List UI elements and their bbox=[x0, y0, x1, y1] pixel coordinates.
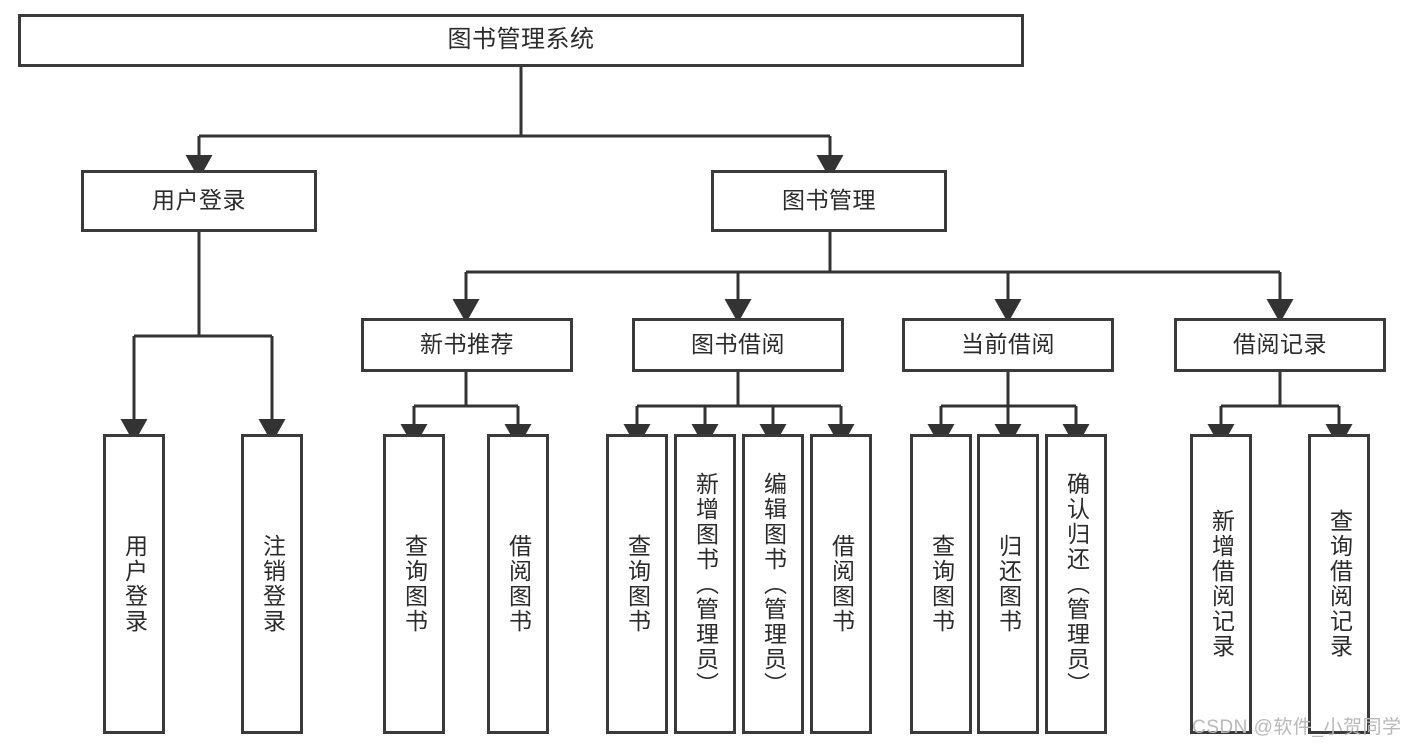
node-leaf-query-record-label: 查询借阅记录 bbox=[1326, 509, 1353, 659]
node-leaf-add-record-label: 新增借阅记录 bbox=[1208, 509, 1235, 659]
node-leaf-user-login[interactable]: 用户登录 bbox=[103, 434, 165, 734]
node-leaf-borrow-book-1-label: 借阅图书 bbox=[505, 534, 532, 634]
node-new-book-recommend[interactable]: 新书推荐 bbox=[361, 318, 573, 372]
node-leaf-query-book-1[interactable]: 查询图书 bbox=[383, 434, 445, 734]
node-leaf-borrow-book-2-label: 借阅图书 bbox=[828, 534, 855, 634]
node-root-system[interactable]: 图书管理系统 bbox=[18, 14, 1024, 67]
node-current-borrow[interactable]: 当前借阅 bbox=[902, 318, 1114, 372]
node-book-management-label: 图书管理 bbox=[782, 187, 876, 214]
node-leaf-edit-book[interactable]: 编辑图书（管理员） bbox=[742, 434, 804, 734]
node-leaf-user-logout[interactable]: 注销登录 bbox=[241, 434, 303, 734]
node-leaf-borrow-book-1[interactable]: 借阅图书 bbox=[487, 434, 549, 734]
node-leaf-edit-book-label: 编辑图书（管理员） bbox=[760, 471, 787, 697]
node-book-borrow-label: 图书借阅 bbox=[691, 331, 785, 358]
node-book-management[interactable]: 图书管理 bbox=[711, 170, 947, 232]
node-leaf-query-book-3-label: 查询图书 bbox=[928, 534, 955, 634]
node-user-login-label: 用户登录 bbox=[152, 187, 246, 214]
node-leaf-query-record[interactable]: 查询借阅记录 bbox=[1308, 434, 1370, 734]
node-leaf-return-book-label: 归还图书 bbox=[995, 534, 1022, 634]
node-leaf-query-book-2[interactable]: 查询图书 bbox=[606, 434, 668, 734]
node-leaf-query-book-2-label: 查询图书 bbox=[624, 534, 651, 634]
node-leaf-confirm-return-label: 确认归还（管理员） bbox=[1063, 471, 1090, 697]
node-leaf-query-book-3[interactable]: 查询图书 bbox=[910, 434, 972, 734]
node-borrow-record-label: 借阅记录 bbox=[1233, 331, 1327, 358]
node-leaf-confirm-return[interactable]: 确认归还（管理员） bbox=[1045, 434, 1107, 734]
watermark-text: CSDN @软件_小贺同学 bbox=[1192, 717, 1402, 738]
node-leaf-add-book[interactable]: 新增图书（管理员） bbox=[674, 434, 736, 734]
node-leaf-return-book[interactable]: 归还图书 bbox=[977, 434, 1039, 734]
node-leaf-user-login-label: 用户登录 bbox=[121, 534, 148, 634]
node-user-login[interactable]: 用户登录 bbox=[81, 170, 317, 232]
node-current-borrow-label: 当前借阅 bbox=[961, 331, 1055, 358]
node-leaf-query-book-1-label: 查询图书 bbox=[401, 534, 428, 634]
node-new-book-recommend-label: 新书推荐 bbox=[420, 331, 514, 358]
node-leaf-add-book-label: 新增图书（管理员） bbox=[692, 471, 719, 697]
node-leaf-add-record[interactable]: 新增借阅记录 bbox=[1190, 434, 1252, 734]
node-leaf-borrow-book-2[interactable]: 借阅图书 bbox=[810, 434, 872, 734]
node-root-label: 图书管理系统 bbox=[447, 26, 595, 54]
node-borrow-record[interactable]: 借阅记录 bbox=[1174, 318, 1386, 372]
node-leaf-user-logout-label: 注销登录 bbox=[259, 534, 286, 634]
node-book-borrow[interactable]: 图书借阅 bbox=[632, 318, 844, 372]
